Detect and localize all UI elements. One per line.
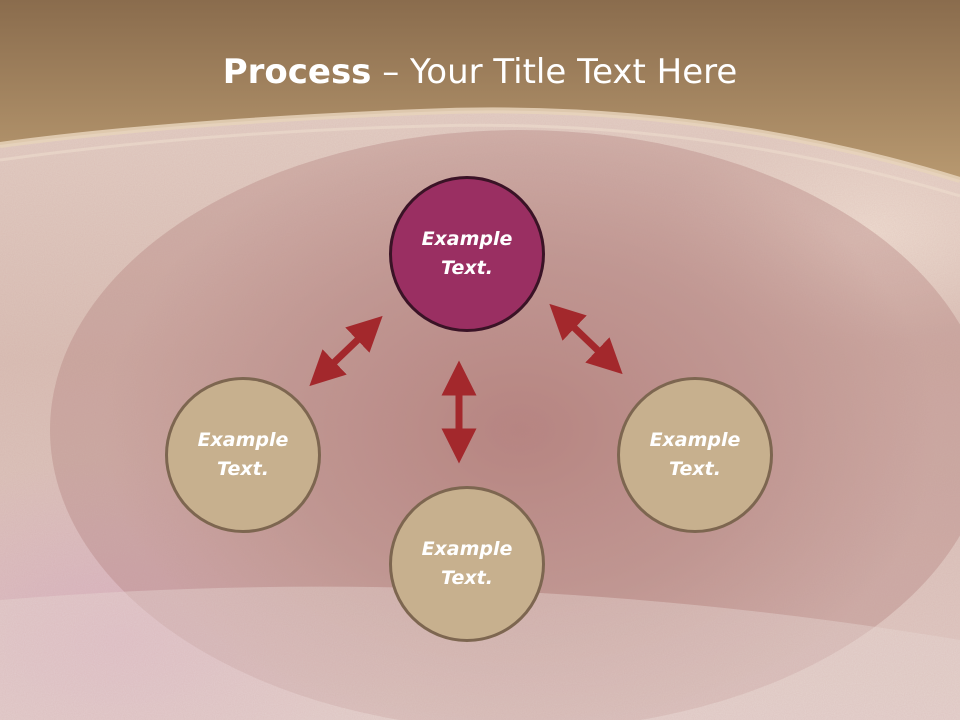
node-top-line1: Example: [421, 228, 513, 250]
node-left-line2: Text.: [217, 458, 269, 480]
node-right-line1: Example: [649, 429, 741, 451]
node-bottom-line1: Example: [421, 538, 513, 560]
title-bold: Process: [222, 52, 372, 92]
slide-title: Process – Your Title Text Here: [0, 52, 960, 92]
title-banner: [0, 0, 960, 198]
node-left-line1: Example: [197, 429, 289, 451]
node-bottom-line2: Text.: [441, 567, 493, 589]
node-top-line2: Text.: [441, 257, 493, 279]
title-rest: – Your Title Text Here: [371, 52, 738, 92]
node-right-line2: Text.: [669, 458, 721, 480]
